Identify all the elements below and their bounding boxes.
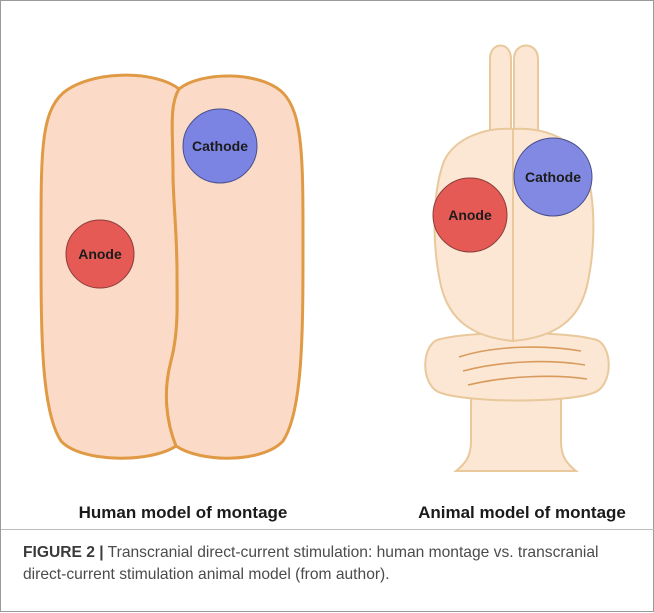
human-cathode-label: Cathode — [192, 138, 248, 154]
human-model-title: Human model of montage — [79, 503, 288, 522]
animal-model-title: Animal model of montage — [418, 503, 626, 522]
animal-anode-label: Anode — [448, 207, 492, 223]
animal-cerebellum — [425, 333, 609, 401]
animal-montage: Anode Cathode — [425, 46, 609, 472]
figure-caption: FIGURE 2 | Transcranial direct-current s… — [23, 542, 635, 586]
animal-cathode-label: Cathode — [525, 169, 581, 185]
human-montage: Cathode Anode — [41, 75, 303, 458]
figure-caption-label: FIGURE 2 | — [23, 544, 104, 561]
figure-caption-text: Transcranial direct-current stimulation:… — [23, 544, 599, 583]
caption-divider — [1, 529, 654, 530]
human-anode-label: Anode — [78, 246, 122, 262]
animal-left-olfactory-bulb — [490, 46, 511, 134]
animal-right-olfactory-bulb — [514, 46, 538, 134]
